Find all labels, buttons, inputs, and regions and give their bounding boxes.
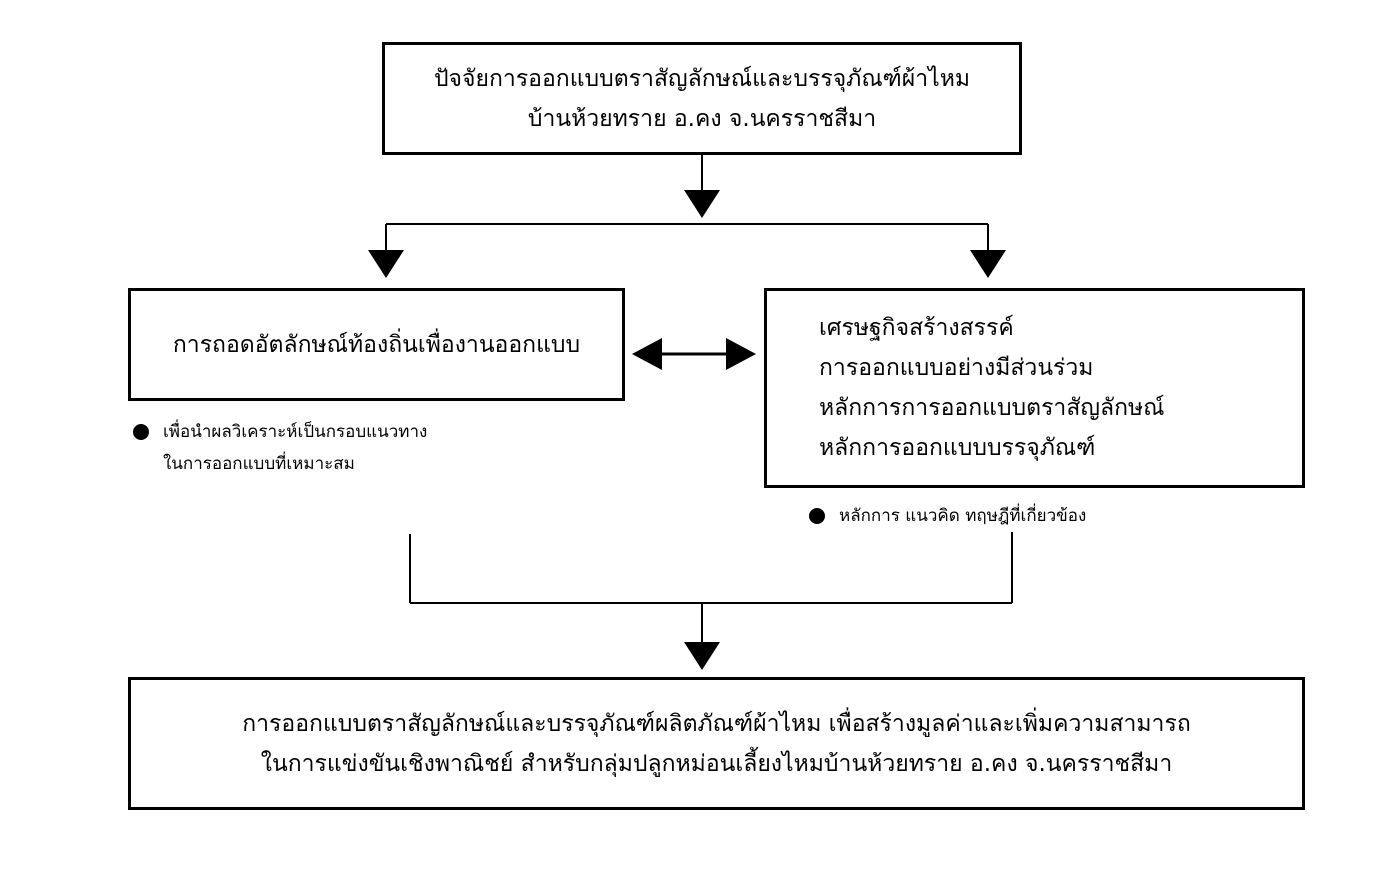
node-outcome: การออกแบบตราสัญลักษณ์และบรรจุภัณฑ์ผลิตภั… (128, 677, 1305, 810)
node-outcome-line2: ในการแข่งขันเชิงพาณิชย์ สำหรับกลุ่มปลูกห… (260, 750, 1173, 777)
note-left-line1: เพื่อนำผลวิเคราะห์เป็นกรอบแนวทาง (163, 422, 428, 442)
bullet-icon (133, 424, 149, 440)
node-factors-line2: บ้านห้วยทราย อ.คง จ.นครราชสีมา (527, 105, 877, 132)
node-principles-item: หลักการออกแบบบรรจุภัณฑ์ (819, 435, 1096, 461)
note-right: หลักการ แนวคิด ทฤษฎีที่เกี่ยวข้อง (809, 500, 1086, 532)
note-left-line2: ในการออกแบบที่เหมาะสม (163, 454, 355, 474)
arrowhead-left-down (368, 250, 404, 278)
arrowhead-top-down (684, 190, 720, 218)
node-outcome-line1: การออกแบบตราสัญลักษณ์และบรรจุภัณฑ์ผลิตภั… (242, 710, 1191, 737)
node-factors: ปัจจัยการออกแบบตราสัญลักษณ์และบรรจุภัณฑ์… (382, 42, 1022, 155)
arrowhead-right-down (970, 250, 1006, 278)
node-local-identity-label: การถอดอัตลักษณ์ท้องถิ่นเพื่องานออกแบบ (172, 331, 581, 358)
arrowhead-bidirectional-right (726, 338, 756, 370)
node-principles-item: หลักการการออกแบบตราสัญลักษณ์ (819, 395, 1165, 421)
node-factors-line1: ปัจจัยการออกแบบตราสัญลักษณ์และบรรจุภัณฑ์… (433, 65, 971, 92)
bullet-icon (809, 508, 825, 524)
note-right-line1: หลักการ แนวคิด ทฤษฎีที่เกี่ยวข้อง (839, 506, 1087, 526)
arrowhead-bidirectional-left (632, 338, 662, 370)
node-local-identity: การถอดอัตลักษณ์ท้องถิ่นเพื่องานออกแบบ (128, 288, 625, 401)
node-principles-item: เศรษฐกิจสร้างสรรค์ (819, 315, 1014, 341)
note-left: เพื่อนำผลวิเคราะห์เป็นกรอบแนวทาง ในการออ… (133, 416, 427, 480)
node-principles-item: การออกแบบอย่างมีส่วนร่วม (819, 355, 1094, 381)
arrowhead-bottom-down (684, 642, 720, 670)
node-principles: เศรษฐกิจสร้างสรรค์ การออกแบบอย่างมีส่วนร… (764, 288, 1305, 488)
